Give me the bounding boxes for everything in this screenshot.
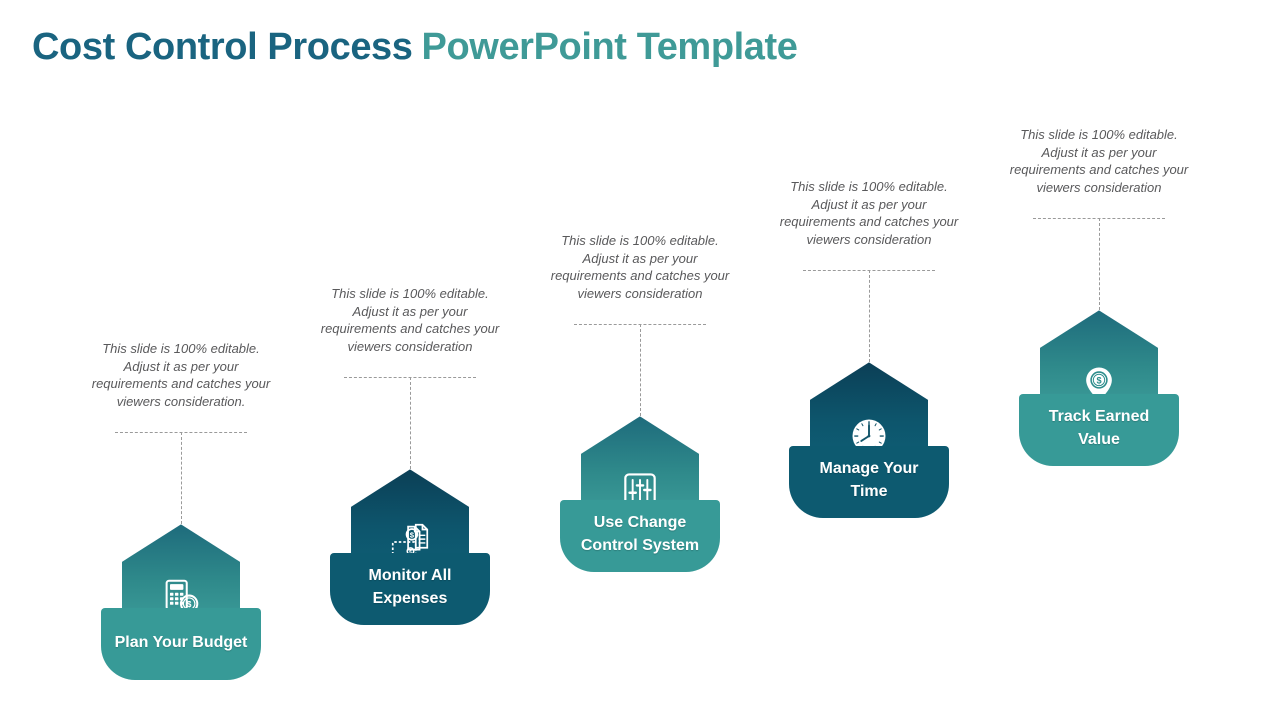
step-badge[interactable]: Use Change Control System bbox=[560, 416, 720, 573]
step-caption: This slide is 100% editable. Adjust it a… bbox=[91, 341, 271, 409]
step-badge[interactable]: $ Track Earned Value bbox=[1019, 310, 1179, 467]
step-banner[interactable]: Monitor All Expenses bbox=[330, 553, 490, 626]
step-caption: This slide is 100% editable. Adjust it a… bbox=[320, 286, 500, 354]
step-caption: This slide is 100% editable. Adjust it a… bbox=[1009, 127, 1189, 195]
step-label: Track Earned Value bbox=[1048, 408, 1150, 449]
step-manage-your-time[interactable]: This slide is 100% editable. Adjust it a… bbox=[749, 178, 989, 519]
page-title-secondary: PowerPoint Template bbox=[421, 26, 798, 68]
svg-text:$: $ bbox=[409, 550, 412, 556]
step-label: Use Change Control System bbox=[580, 514, 700, 555]
step-badge[interactable]: $ $ Monitor All Expenses bbox=[330, 469, 490, 626]
connector-dropline bbox=[869, 270, 870, 363]
connector-dropline bbox=[1099, 218, 1100, 311]
connector bbox=[290, 377, 530, 470]
step-plan-your-budget[interactable]: This slide is 100% editable. Adjust it a… bbox=[61, 340, 301, 681]
connector-dropline bbox=[181, 432, 182, 525]
connector-dropline bbox=[410, 377, 411, 470]
step-label: Manage Your Time bbox=[819, 460, 919, 501]
step-banner[interactable]: Use Change Control System bbox=[560, 500, 720, 573]
step-caption: This slide is 100% editable. Adjust it a… bbox=[779, 179, 959, 247]
step-caption: This slide is 100% editable. Adjust it a… bbox=[550, 233, 730, 301]
step-badge[interactable]: Manage Your Time bbox=[789, 362, 949, 519]
map-pin-dollar-icon: $ bbox=[1040, 362, 1158, 406]
step-banner[interactable]: Manage Your Time bbox=[789, 446, 949, 519]
connector-dropline bbox=[640, 324, 641, 417]
step-label: Plan Your Budget bbox=[114, 633, 248, 651]
step-banner[interactable]: Plan Your Budget bbox=[101, 608, 261, 681]
clock-icon bbox=[810, 414, 928, 458]
step-label: Monitor All Expenses bbox=[368, 567, 452, 608]
step-badge[interactable]: $ Plan Your Budget bbox=[101, 524, 261, 681]
connector bbox=[61, 432, 301, 525]
page-title-primary: Cost Control Process bbox=[32, 26, 413, 68]
connector bbox=[979, 218, 1219, 311]
step-use-change-control-system[interactable]: This slide is 100% editable. Adjust it a… bbox=[520, 232, 760, 573]
step-monitor-all-expenses[interactable]: This slide is 100% editable. Adjust it a… bbox=[290, 285, 530, 626]
connector bbox=[520, 324, 760, 417]
svg-text:$: $ bbox=[187, 601, 192, 610]
svg-text:$: $ bbox=[410, 531, 415, 540]
step-banner[interactable]: Track Earned Value bbox=[1019, 394, 1179, 467]
step-track-earned-value[interactable]: This slide is 100% editable. Adjust it a… bbox=[979, 126, 1219, 467]
connector bbox=[749, 270, 989, 363]
svg-text:$: $ bbox=[1096, 376, 1101, 386]
